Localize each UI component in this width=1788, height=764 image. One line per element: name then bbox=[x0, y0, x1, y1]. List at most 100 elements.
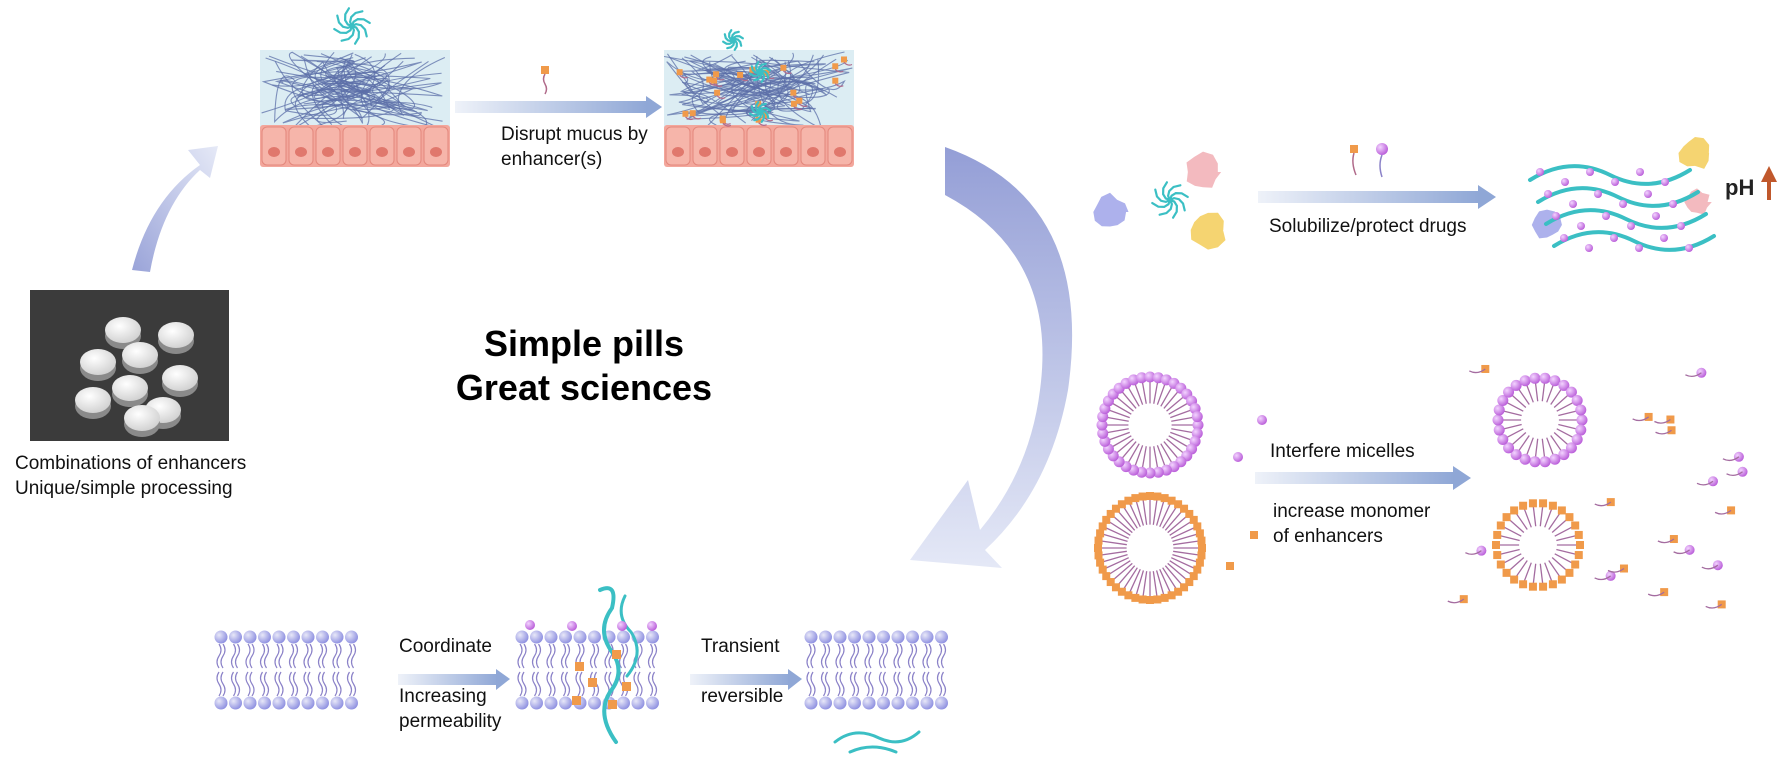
micelle-tail bbox=[1171, 557, 1198, 571]
drug-strand bbox=[731, 38, 738, 51]
micelle-head bbox=[1565, 513, 1574, 522]
lipid-head bbox=[819, 630, 832, 644]
monomer-tail bbox=[1657, 538, 1675, 544]
enhancer-head bbox=[575, 662, 584, 671]
micelle-head bbox=[1497, 434, 1509, 446]
mucus-fiber bbox=[691, 61, 793, 116]
enhancer-head bbox=[612, 650, 621, 659]
enhancer-head bbox=[588, 678, 597, 687]
surfactant-head bbox=[1594, 190, 1602, 198]
micelle-head bbox=[1193, 565, 1202, 574]
enhancer-head bbox=[622, 682, 631, 691]
monomer-tail bbox=[1594, 501, 1612, 507]
micelle-head bbox=[1548, 580, 1557, 589]
drug-blob-yellow bbox=[1190, 212, 1226, 250]
micelle-head bbox=[1138, 492, 1147, 501]
micelle-head bbox=[1539, 582, 1548, 591]
micelle-head bbox=[1571, 560, 1580, 569]
micelle-head bbox=[1576, 414, 1588, 426]
monomer-tail bbox=[1696, 480, 1714, 486]
micelle-tail bbox=[1098, 539, 1127, 546]
lipid-head bbox=[515, 630, 529, 644]
enhancer-tail bbox=[793, 106, 803, 111]
micelle-mixed-bottom bbox=[1574, 530, 1583, 539]
cell-nucleus bbox=[807, 147, 819, 157]
lipid-tail bbox=[332, 671, 342, 697]
lipid-head bbox=[559, 630, 572, 644]
lipid-head bbox=[862, 630, 876, 644]
drug-strand bbox=[753, 70, 763, 82]
micelle-head bbox=[1096, 419, 1108, 431]
drug-strand bbox=[758, 109, 770, 119]
enhancer-head bbox=[796, 97, 803, 104]
lipid-tail bbox=[936, 643, 947, 669]
enhancer-head bbox=[832, 77, 839, 84]
lipid-head bbox=[229, 696, 242, 710]
transient-arrow-shaft bbox=[690, 674, 790, 685]
monomer-tail bbox=[1594, 575, 1612, 581]
micelle-head bbox=[1519, 501, 1528, 510]
lipid-head bbox=[243, 630, 257, 644]
monomer-tail bbox=[1685, 372, 1702, 378]
cell-nucleus bbox=[376, 147, 388, 157]
drug-strand bbox=[731, 37, 743, 47]
epithelial-cell bbox=[665, 126, 691, 166]
drug-strand bbox=[757, 62, 767, 74]
enhancer-tail bbox=[782, 70, 792, 75]
monomer-tail bbox=[1647, 591, 1665, 597]
enhancer-head bbox=[790, 100, 797, 107]
micelle-tail bbox=[1152, 496, 1159, 525]
ph-label: pH bbox=[1725, 175, 1754, 200]
drug-strand bbox=[753, 110, 763, 122]
micelle-head bbox=[1146, 492, 1154, 500]
cell-nucleus bbox=[780, 147, 792, 157]
micelle-head bbox=[1492, 414, 1504, 426]
pill bbox=[122, 342, 158, 368]
micelle-head bbox=[1571, 434, 1583, 446]
lipid-tail bbox=[303, 643, 313, 669]
micelle-tail bbox=[1169, 519, 1195, 536]
micelle-head bbox=[1549, 375, 1561, 387]
drug-strand bbox=[750, 105, 762, 115]
micelle-head bbox=[1180, 504, 1189, 513]
drug-strand bbox=[344, 7, 354, 28]
membrane-intact-left bbox=[346, 671, 357, 697]
drug-strand bbox=[1168, 196, 1186, 212]
lipid-head bbox=[877, 630, 890, 644]
lipid-head bbox=[214, 630, 228, 644]
micelle-head bbox=[1098, 565, 1107, 574]
drug-blob-purple bbox=[1093, 192, 1129, 227]
micelle-head bbox=[1136, 372, 1148, 384]
lipid-head bbox=[804, 630, 818, 644]
lipid-head bbox=[848, 630, 861, 644]
micelle-head bbox=[1496, 560, 1505, 569]
lipid-tail bbox=[317, 671, 328, 697]
micelle-head bbox=[1558, 379, 1570, 391]
lipid-head bbox=[920, 696, 934, 710]
pills-photo bbox=[30, 290, 229, 441]
surfactant-head bbox=[1586, 168, 1594, 176]
surfactant-head bbox=[617, 621, 627, 631]
lipid-head bbox=[920, 630, 934, 644]
micelle-tail bbox=[1169, 560, 1195, 577]
lipid-head bbox=[588, 696, 601, 710]
micelle-head bbox=[1144, 467, 1156, 479]
enhancer-tail bbox=[685, 116, 694, 121]
drug-strand bbox=[726, 38, 736, 50]
micelle-head bbox=[1152, 466, 1164, 478]
micelle-head bbox=[1195, 529, 1204, 538]
lipid-head bbox=[848, 696, 861, 710]
lipid-tail bbox=[647, 643, 658, 669]
drugs-label: Solubilize/protect drugs bbox=[1269, 216, 1467, 237]
micelle-tail bbox=[1121, 567, 1138, 593]
lipid-tail bbox=[878, 643, 889, 669]
lipid-tail bbox=[922, 671, 932, 697]
micelle-tail bbox=[1162, 567, 1179, 593]
micelle-head bbox=[1098, 522, 1107, 531]
micelle-head bbox=[1497, 394, 1509, 406]
cycle-arrow-left bbox=[132, 146, 218, 272]
micelle-head bbox=[1548, 501, 1557, 510]
lipid-head bbox=[243, 696, 257, 710]
drug-strand bbox=[1168, 198, 1178, 219]
